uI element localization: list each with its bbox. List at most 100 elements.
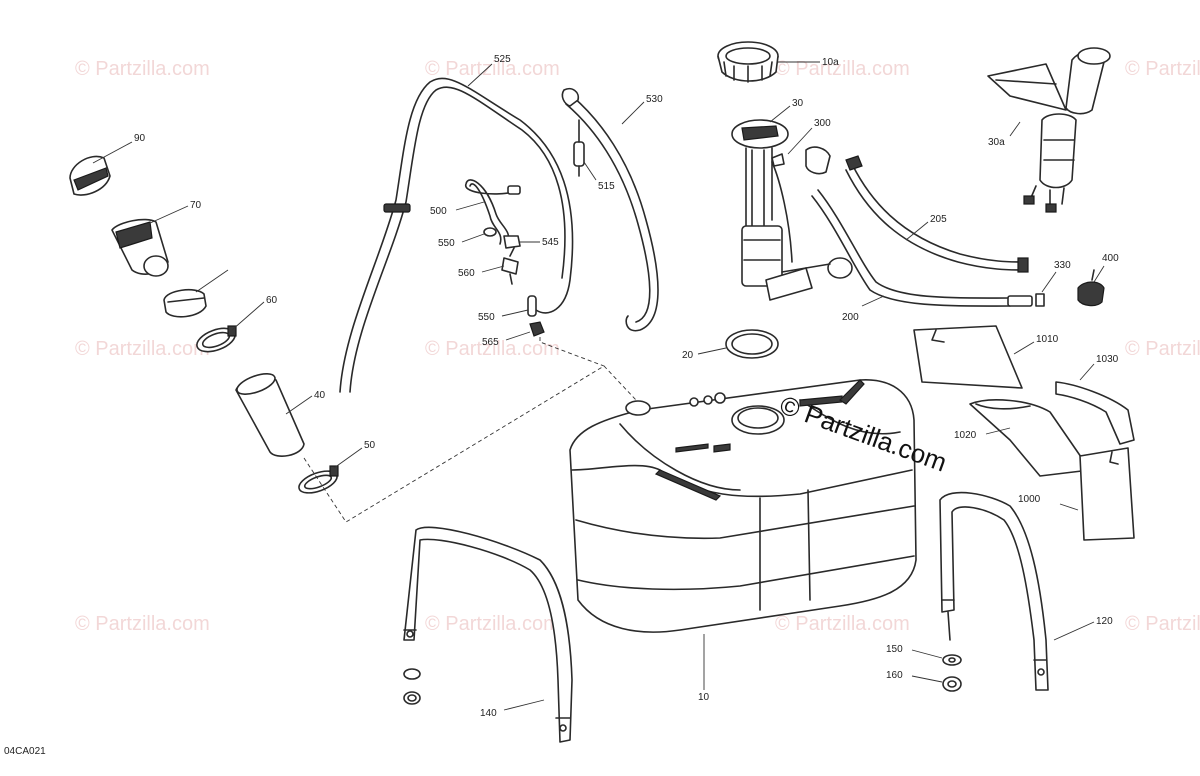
leader-line (583, 161, 597, 181)
assembly-line (303, 365, 637, 523)
clamp-550-upper-part[interactable] (483, 227, 497, 237)
callout-330: 330 (1054, 260, 1071, 271)
nut-160-part[interactable] (942, 676, 962, 692)
hose-550-lower-part[interactable] (527, 295, 537, 317)
leader-line (1059, 503, 1079, 511)
leader-line (505, 331, 531, 341)
watermark: © Partzilla.com (425, 58, 560, 80)
watermark: © Partzilla.com (1125, 58, 1200, 80)
fitting-545-part[interactable] (503, 235, 521, 249)
leader-line (467, 63, 493, 87)
callout-70: 70 (190, 200, 202, 211)
leader-line (621, 101, 645, 125)
leader-line (787, 127, 813, 155)
leader-line (861, 295, 885, 307)
check-valve-515-part[interactable] (573, 119, 585, 177)
leader-line (911, 675, 943, 683)
vent-hose-530-part[interactable] (561, 87, 659, 332)
callout-40: 40 (314, 390, 326, 401)
watermark: © Partzilla.com (1125, 613, 1200, 635)
tank-strap-120-part[interactable] (939, 491, 1049, 691)
callout-550: 550 (478, 312, 495, 323)
fuel-pump-module-30-part[interactable] (731, 119, 853, 301)
watermark: © Partzilla.com (1125, 338, 1200, 360)
lock-ring-10a-part[interactable] (717, 41, 779, 83)
callout-20: 20 (682, 350, 694, 361)
leader-line (481, 265, 505, 273)
leader-line (501, 309, 529, 317)
fitting-300-part[interactable] (771, 146, 831, 175)
rollover-valve-560-part[interactable] (501, 247, 519, 285)
leader-line (285, 395, 313, 415)
leader-line (1009, 121, 1021, 137)
washer-140-nuts-part[interactable] (403, 668, 421, 705)
callout-400: 400 (1102, 253, 1119, 264)
leader-line (911, 649, 943, 659)
callout-200: 200 (842, 312, 859, 323)
leader-line (455, 201, 485, 211)
leader-line (769, 105, 791, 123)
callout-515: 515 (598, 181, 615, 192)
leader-line (333, 447, 363, 469)
vent-hose-525-part[interactable] (339, 77, 574, 393)
callout-530: 530 (646, 94, 663, 105)
leader-line (697, 347, 727, 355)
callout-90: 90 (134, 133, 146, 144)
leader-line (92, 141, 133, 164)
grommet-565-part[interactable] (529, 321, 545, 337)
leader-line (1079, 363, 1095, 381)
leader-line (985, 427, 1011, 435)
callout-160: 160 (886, 670, 903, 681)
watermark-layer: © Partzilla.com © Partzilla.com © Partzi… (75, 58, 1200, 635)
filler-hose-part[interactable] (234, 370, 305, 457)
callout-1030: 1030 (1096, 354, 1119, 365)
watermark: © Partzilla.com (425, 338, 560, 360)
hose-clamp-lower-part[interactable] (296, 465, 340, 497)
diagram-code: 04CA021 (4, 746, 46, 757)
hose-clamp-upper-part[interactable] (194, 324, 238, 356)
elbow-fitting-400-part[interactable] (1077, 269, 1105, 307)
neck-nut-part[interactable] (163, 288, 207, 318)
leader-line (1013, 341, 1035, 355)
fuel-line-205-part[interactable] (845, 155, 1029, 273)
shield-1030-part[interactable] (1055, 381, 1135, 445)
callout-140: 140 (480, 708, 497, 719)
pad-1000-part[interactable] (1079, 447, 1135, 541)
leader-line (461, 233, 485, 243)
watermark: © Partzilla.com (75, 338, 210, 360)
callout-30: 30 (792, 98, 804, 109)
fuel-cap-part[interactable] (69, 155, 111, 196)
vent-hose-500-part[interactable] (465, 179, 521, 245)
leader-line (905, 221, 929, 241)
callout-120: 120 (1096, 616, 1113, 627)
watermark: © Partzilla.com (775, 58, 910, 80)
shield-1020-part[interactable] (969, 399, 1091, 477)
fuel-tank-10-part[interactable] (569, 379, 917, 633)
tank-strap-140-part[interactable] (403, 526, 573, 743)
leader-line (503, 699, 545, 711)
watermark: © Partzilla.com (775, 613, 910, 635)
watermark: © Partzilla.com (75, 613, 210, 635)
pad-1010-part[interactable] (913, 325, 1023, 389)
callout-10: 10 (698, 692, 710, 703)
watermark: © Partzilla.com (425, 613, 560, 635)
filler-neck-part[interactable] (111, 218, 169, 277)
leader-line (231, 301, 265, 331)
gasket-20-part[interactable] (725, 329, 779, 359)
washer-150-part[interactable] (942, 654, 962, 666)
callout-30a: 30a (988, 137, 1005, 148)
leader-line (1041, 271, 1057, 293)
clamp-330-part[interactable] (1035, 293, 1045, 307)
fuel-pump-30a-part[interactable] (987, 47, 1111, 213)
callout-1000: 1000 (1018, 494, 1041, 505)
callout-60: 60 (266, 295, 278, 306)
leader-line (147, 205, 189, 225)
watermark: © Partzilla.com (75, 58, 210, 80)
callout-1010: 1010 (1036, 334, 1059, 345)
callout-545: 545 (542, 237, 559, 248)
fuel-line-200-part[interactable] (811, 189, 1033, 307)
callout-300: 300 (814, 118, 831, 129)
callout-10a: 10a (822, 57, 839, 68)
leader-line (1053, 621, 1095, 641)
